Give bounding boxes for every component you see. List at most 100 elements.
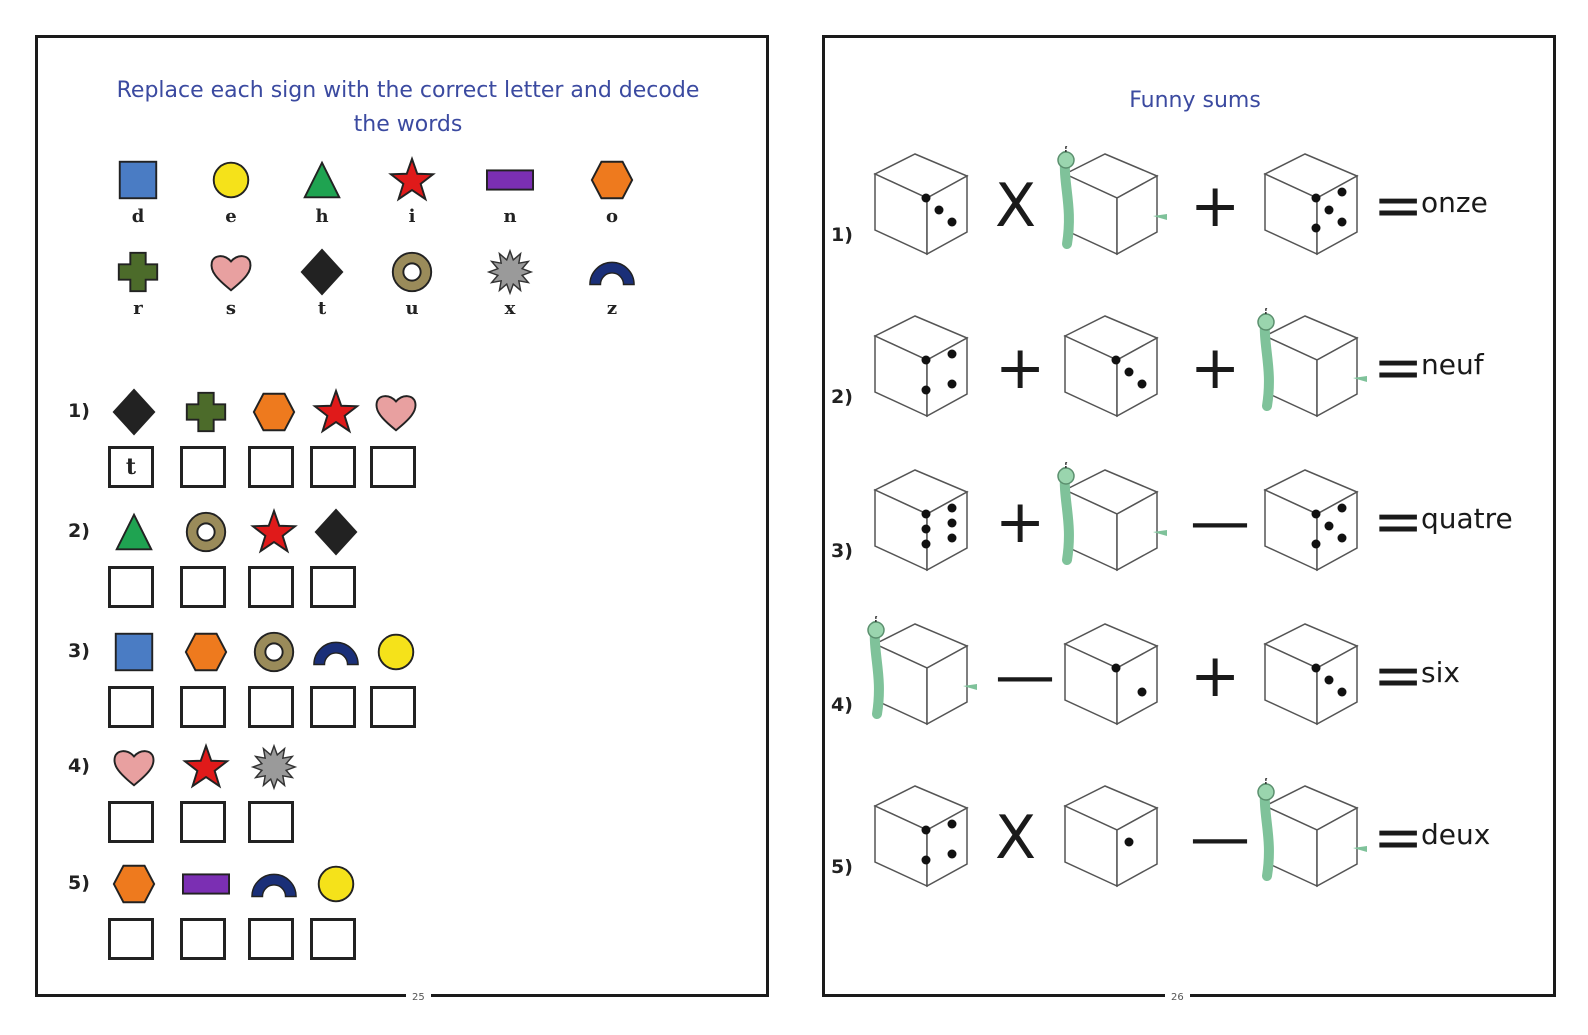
mystery-die-icon: ?: [1257, 299, 1377, 427]
operator: +: [995, 333, 1046, 403]
mystery-die-icon: ?: [1257, 769, 1377, 897]
equals-sign: =: [1373, 641, 1424, 711]
legend-letter: e: [225, 206, 237, 227]
legend-letter: z: [606, 298, 618, 319]
operator: —: [1190, 803, 1250, 873]
ring-icon: [372, 248, 452, 296]
legend-letter: d: [131, 206, 145, 227]
star-icon: [182, 743, 230, 795]
answer-box[interactable]: [248, 566, 294, 608]
star-icon: [312, 388, 360, 440]
answer-box[interactable]: [248, 446, 294, 488]
legend-item-i: i: [372, 156, 452, 227]
die-icon: [867, 778, 987, 897]
die-icon: [1057, 778, 1177, 897]
diamond-icon: [110, 388, 158, 440]
svg-text:?: ?: [1262, 778, 1271, 788]
answer-box[interactable]: [180, 446, 226, 488]
legend-item-e: e: [191, 156, 271, 227]
equation-result: onze: [1421, 186, 1488, 219]
ring-icon: [250, 628, 298, 680]
arch-icon: [312, 628, 360, 680]
page-number: 25: [406, 992, 431, 1003]
die-icon: [1257, 616, 1377, 735]
legend-letter: h: [315, 206, 329, 227]
answer-box[interactable]: [248, 686, 294, 728]
left-page-title: Replace each sign with the correct lette…: [98, 74, 718, 142]
die-icon: [1057, 616, 1177, 735]
title-line-1: Replace each sign with the correct lette…: [116, 78, 700, 103]
legend-letter: n: [503, 206, 517, 227]
operator: +: [1190, 333, 1241, 403]
answer-box[interactable]: [370, 446, 416, 488]
operator: +: [1190, 171, 1241, 241]
die-icon: [1257, 462, 1377, 581]
question-number: 2): [68, 520, 90, 542]
legend-item-o: o: [572, 156, 652, 227]
answer-box[interactable]: [108, 686, 154, 728]
answer-box[interactable]: [108, 801, 154, 843]
equation-result: deux: [1421, 818, 1491, 851]
answer-box[interactable]: [310, 918, 356, 960]
svg-text:?: ?: [1062, 462, 1071, 472]
die-icon: [1057, 308, 1177, 427]
triangle-icon: [110, 508, 158, 560]
equation-number: 3): [831, 540, 853, 562]
equals-sign: =: [1373, 171, 1424, 241]
legend-letter: t: [317, 298, 327, 319]
legend-item-h: h: [282, 156, 362, 227]
answer-box[interactable]: [180, 801, 226, 843]
answer-box[interactable]: [180, 686, 226, 728]
answer-box[interactable]: t: [108, 446, 154, 488]
answer-box[interactable]: [370, 686, 416, 728]
square-icon: [110, 628, 158, 680]
hexagon-icon: [250, 388, 298, 440]
answer-box[interactable]: [180, 566, 226, 608]
left-worksheet-page: Replace each sign with the correct lette…: [35, 35, 769, 1003]
burst-icon: [250, 743, 298, 795]
die-icon: [867, 146, 987, 265]
answer-box[interactable]: [180, 918, 226, 960]
answer-box[interactable]: [310, 686, 356, 728]
answer-box[interactable]: [248, 918, 294, 960]
mystery-die-icon: ?: [1057, 137, 1177, 265]
equation-result: quatre: [1421, 502, 1513, 535]
title-line-2: the words: [353, 112, 463, 137]
question-number: 1): [68, 400, 90, 422]
die-icon: [867, 308, 987, 427]
answer-box[interactable]: [310, 446, 356, 488]
legend-item-t: t: [282, 248, 362, 319]
operator: +: [1190, 641, 1241, 711]
operator: —: [995, 641, 1055, 711]
answer-box[interactable]: [248, 801, 294, 843]
diamond-icon: [312, 508, 360, 560]
legend-letter: i: [408, 206, 416, 227]
mystery-die-icon: ?: [867, 607, 987, 735]
heart-icon: [110, 743, 158, 795]
arch-icon: [250, 860, 298, 912]
svg-text:?: ?: [872, 616, 881, 626]
answer-box[interactable]: [108, 918, 154, 960]
arch-icon: [572, 248, 652, 296]
hexagon-icon: [110, 860, 158, 912]
legend-item-d: d: [98, 156, 178, 227]
die-icon: [1257, 146, 1377, 265]
legend-item-u: u: [372, 248, 452, 319]
answer-box[interactable]: [310, 566, 356, 608]
legend-letter: x: [504, 298, 516, 319]
heart-icon: [372, 388, 420, 440]
operator: X: [995, 171, 1037, 241]
answer-box[interactable]: [108, 566, 154, 608]
svg-text:?: ?: [1262, 308, 1271, 318]
operator: X: [995, 803, 1037, 873]
triangle-icon: [282, 156, 362, 204]
legend-letter: s: [225, 298, 237, 319]
equals-sign: =: [1373, 803, 1424, 873]
cross-icon: [98, 248, 178, 296]
equals-sign: =: [1373, 487, 1424, 557]
rectangle-icon: [182, 860, 230, 912]
svg-text:?: ?: [1062, 146, 1071, 156]
circle-icon: [372, 628, 420, 680]
ring-icon: [182, 508, 230, 560]
question-number: 4): [68, 755, 90, 777]
